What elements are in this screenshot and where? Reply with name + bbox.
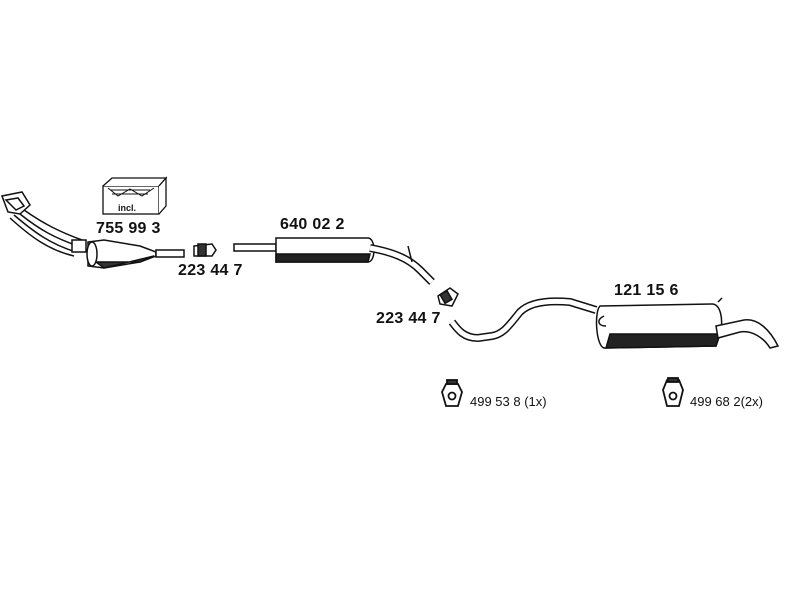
clamp-2-part-number: 223 44 7 <box>376 310 441 327</box>
rear-silencer-part-number: 121 15 6 <box>614 282 679 299</box>
middle-silencer <box>233 237 435 285</box>
catalyst <box>86 239 185 269</box>
middle-silencer-part-number: 640 02 2 <box>280 216 345 233</box>
catalyst-part-number: 755 99 3 <box>96 220 161 237</box>
clamp-1 <box>193 243 217 257</box>
clamp-1-part-number: 223 44 7 <box>178 262 243 279</box>
front-pipe <box>0 191 87 257</box>
rubber-mount-2-part-number: 499 68 2(2x) <box>690 394 763 409</box>
rubber-mount-1-part-number: 499 53 8 (1x) <box>470 394 547 409</box>
rubber-mount-2-icon <box>662 377 684 407</box>
included-parts-box <box>102 176 168 215</box>
included-badge: incl. <box>118 203 137 213</box>
rear-silencer <box>448 297 780 349</box>
rubber-mount-1-icon <box>441 379 463 407</box>
clamp-2 <box>437 287 459 307</box>
